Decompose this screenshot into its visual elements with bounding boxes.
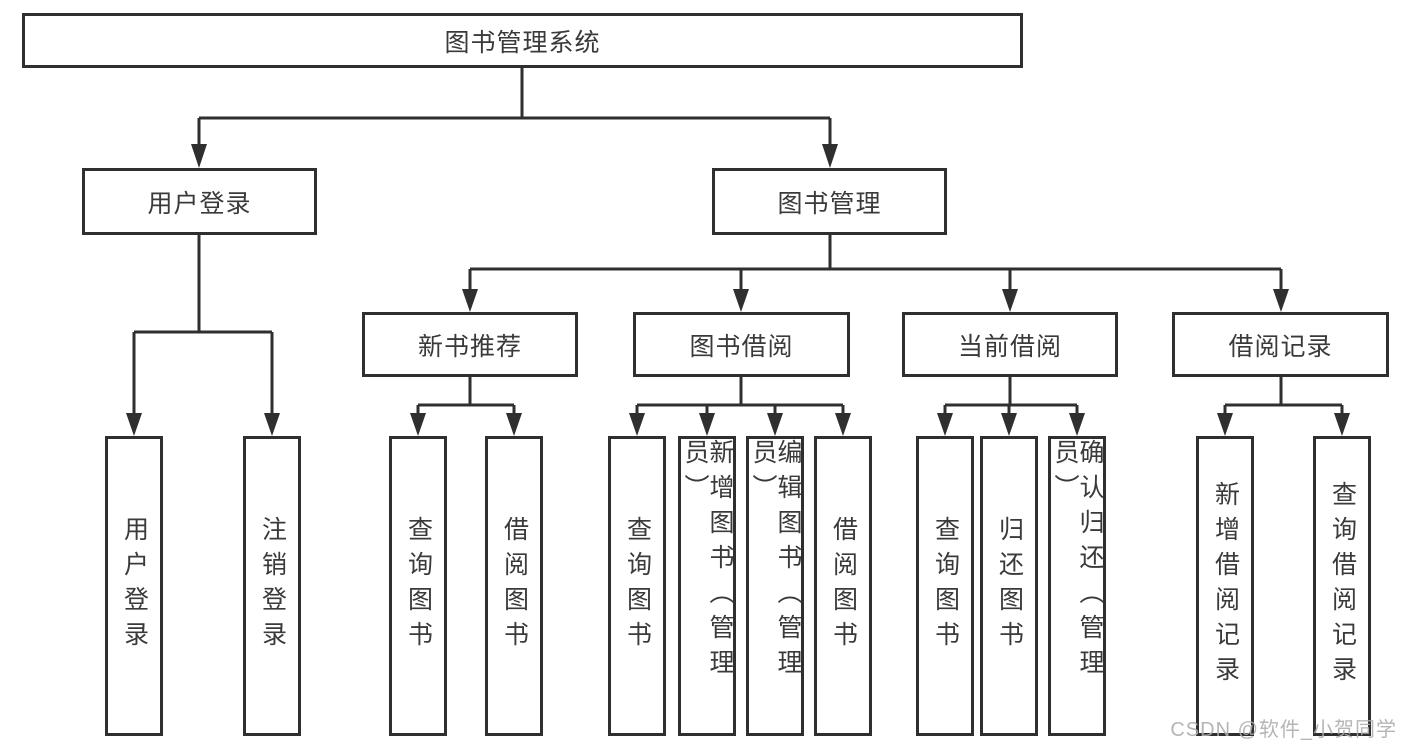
leaf-borrow-books-2-label: 借阅图书: [829, 516, 858, 656]
leaf-query-books-2: 查询图书: [608, 436, 666, 736]
node-current-borrow-label: 当前借阅: [957, 332, 1062, 361]
node-book-management: 图书管理: [712, 168, 947, 235]
leaf-logout-label: 注销登录: [258, 516, 287, 656]
leaf-edit-books-admin-label: 编辑图书（管理员）: [749, 439, 802, 684]
node-user-login-label: 用户登录: [147, 189, 252, 218]
leaf-logout: 注销登录: [243, 436, 301, 736]
arrowhead-icons: [126, 144, 1350, 436]
leaf-query-books-1: 查询图书: [389, 436, 447, 736]
leaf-query-borrow-record: 查询借阅记录: [1313, 436, 1371, 736]
csdn-watermark: CSDN @软件_小贺同学: [1170, 719, 1397, 741]
node-root: 图书管理系统: [22, 13, 1023, 68]
leaf-add-books-admin: 新增图书（管理员）: [678, 436, 736, 736]
leaf-edit-books-admin: 编辑图书（管理员）: [746, 436, 804, 736]
node-current-borrow: 当前借阅: [902, 312, 1118, 377]
leaf-add-borrow-record-label: 新增借阅记录: [1211, 481, 1240, 691]
node-book-borrow-label: 图书借阅: [689, 332, 794, 361]
node-root-label: 图书管理系统: [444, 28, 601, 57]
node-borrow-records-label: 借阅记录: [1228, 332, 1333, 361]
leaf-query-books-3: 查询图书: [916, 436, 974, 736]
node-book-management-label: 图书管理: [777, 189, 882, 218]
leaf-query-books-2-label: 查询图书: [623, 516, 652, 656]
leaf-borrow-books-1: 借阅图书: [485, 436, 543, 736]
leaf-query-books-1-label: 查询图书: [404, 516, 433, 656]
leaf-add-books-admin-label: 新增图书（管理员）: [681, 439, 734, 684]
leaf-query-books-3-label: 查询图书: [931, 516, 960, 656]
leaf-confirm-return-admin: 确认归还（管理员）: [1048, 436, 1106, 736]
node-book-borrow: 图书借阅: [633, 312, 850, 377]
node-new-book-recommend-label: 新书推荐: [417, 332, 522, 361]
leaf-user-login-label: 用户登录: [120, 516, 149, 656]
node-borrow-records: 借阅记录: [1172, 312, 1389, 377]
node-new-book-recommend: 新书推荐: [362, 312, 578, 377]
leaf-add-borrow-record: 新增借阅记录: [1196, 436, 1254, 736]
leaf-borrow-books-1-label: 借阅图书: [500, 516, 529, 656]
node-user-login: 用户登录: [82, 168, 317, 235]
leaf-confirm-return-admin-label: 确认归还（管理员）: [1051, 439, 1104, 684]
leaf-borrow-books-2: 借阅图书: [814, 436, 872, 736]
leaf-query-borrow-record-label: 查询借阅记录: [1328, 481, 1357, 691]
leaf-user-login: 用户登录: [105, 436, 163, 736]
leaf-return-books: 归还图书: [980, 436, 1038, 736]
leaf-return-books-label: 归还图书: [995, 516, 1024, 656]
